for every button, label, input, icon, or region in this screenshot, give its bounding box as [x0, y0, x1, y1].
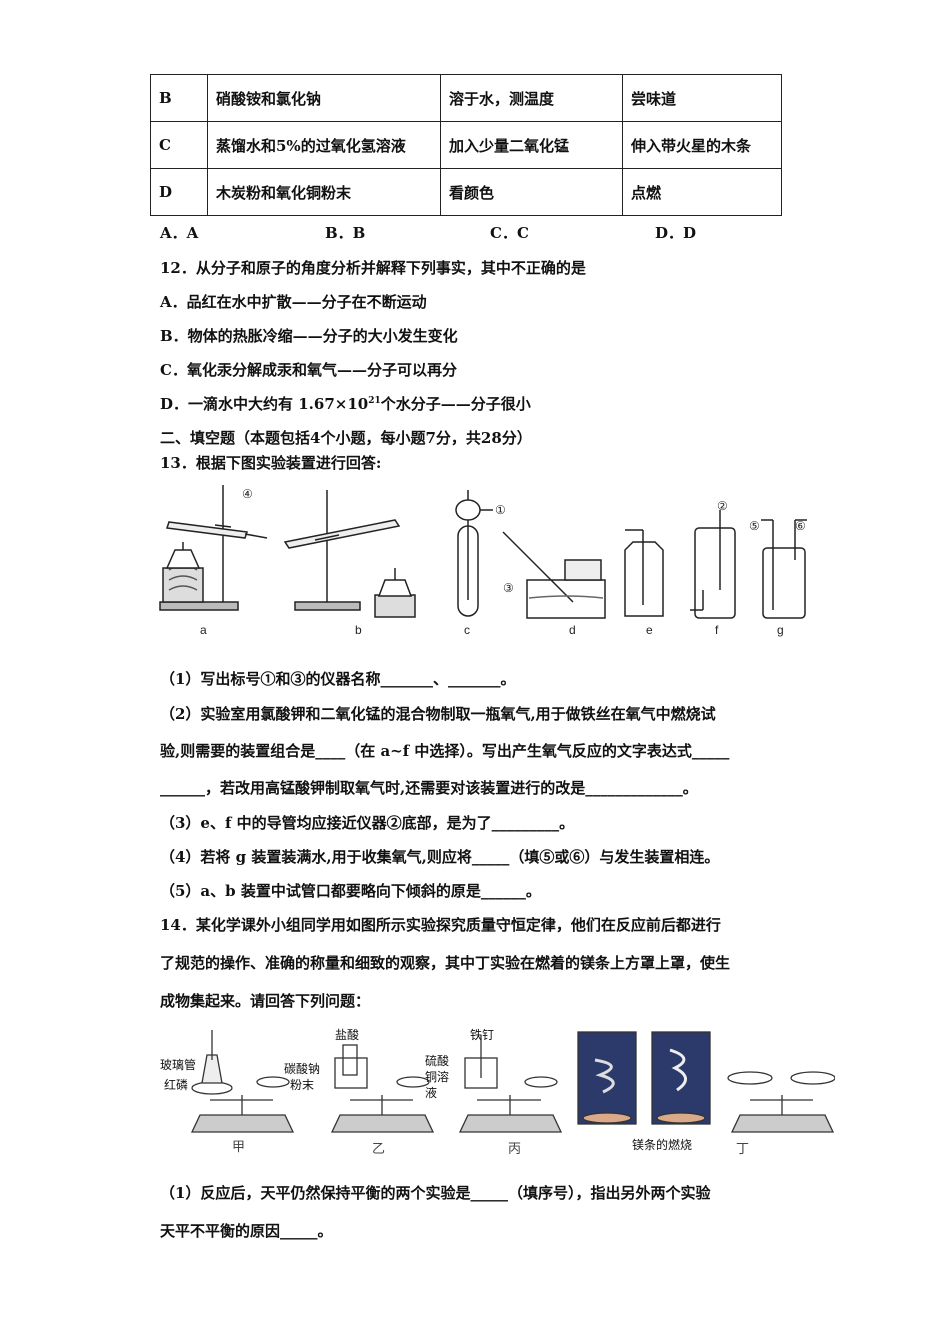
label-mg-burn: 镁条的燃烧: [632, 1138, 693, 1152]
q13-part3: （3）e、f 中的导管均应接近仪器②底部，是为了_________。: [160, 814, 575, 832]
apparatus-figure: ④ ① ③ ② ⑤ ⑥ a b c d e f g: [159, 485, 807, 637]
table-row: C 蒸馏水和5%的过氧化氢溶液 加入少量二氧化锰 伸入带火星的木条: [150, 121, 782, 169]
q14-stem-line2: 了规范的操作、准确的称量和细致的观察，其中丁实验在燃着的镁条上方罩上罩，使生: [160, 954, 731, 972]
q13-part4: （4）若将 g 装置装满水,用于收集氧气,则应将_____（填⑤或⑥）与发生装置…: [160, 848, 720, 866]
marker-3: ③: [503, 581, 514, 595]
marker-2: ②: [717, 499, 728, 513]
option-c[interactable]: C．C: [490, 224, 529, 242]
label-glass-tube: 玻璃管: [160, 1058, 197, 1072]
caption-bing: 丙: [508, 1141, 522, 1156]
caption-yi: 乙: [372, 1141, 386, 1156]
q12-option-a[interactable]: A．品红在水中扩散——分子在不断运动: [160, 293, 427, 311]
label-cuso4-1: 硫酸: [425, 1054, 450, 1068]
option-a[interactable]: A．A: [160, 224, 199, 242]
caption-a: a: [200, 623, 207, 637]
q14-stem-line1: 14．某化学课外小组同学用如图所示实验探究质量守恒定律，他们在反应前后都进行: [160, 916, 721, 934]
label-na2co3-2: 粉末: [290, 1078, 315, 1092]
comparison-table: B 硝酸铵和氯化钠 溶于水，测温度 尝味道 C 蒸馏水和5%的过氧化氢溶液 加入…: [150, 74, 782, 216]
table-cell: 加入少量二氧化锰: [440, 121, 623, 169]
q12-d-text: D．一滴水中大约有 1.67×10: [160, 395, 369, 413]
table-cell: D: [150, 168, 208, 216]
balance-figure: [190, 1030, 835, 1133]
q12-d-text-end: 个水分子——分子很小: [380, 395, 531, 413]
q12-option-b[interactable]: B．物体的热胀冷缩——分子的大小发生变化: [160, 327, 458, 345]
option-b[interactable]: B．B: [325, 224, 366, 242]
q13-part2-line1: （2）实验室用氯酸钾和二氧化锰的混合物制取一瓶氧气,用于做铁丝在氧气中燃烧试: [160, 705, 716, 723]
marker-5: ⑤: [749, 519, 760, 533]
q13-part2-line3: ______，若改用高锰酸钾制取氧气时,还需要对该装置进行的改是________…: [160, 779, 698, 797]
label-hcl: 盐酸: [335, 1028, 360, 1042]
table-cell: 硝酸铵和氯化钠: [207, 74, 441, 122]
marker-6: ⑥: [795, 519, 806, 533]
caption-c: c: [464, 623, 470, 637]
option-d[interactable]: D．D: [655, 224, 697, 242]
q12-stem: 12．从分子和原子的角度分析并解释下列事实，其中不正确的是: [160, 259, 586, 277]
caption-jia: 甲: [232, 1139, 246, 1154]
q13-part5: （5）a、b 装置中试管口都要略向下倾斜的原是______。: [160, 882, 541, 900]
marker-4: ④: [242, 487, 253, 501]
q12-option-d[interactable]: D．一滴水中大约有 1.67×1021个水分子——分子很小: [160, 393, 531, 414]
caption-ding: 丁: [736, 1141, 750, 1156]
table-cell: 点燃: [622, 168, 782, 216]
table-cell: 伸入带火星的木条: [622, 121, 782, 169]
caption-e: e: [646, 623, 653, 637]
table-cell: 木炭粉和氧化铜粉末: [207, 168, 441, 216]
q13-part1: （1）写出标号①和③的仪器名称_______、_______。: [160, 670, 516, 688]
q14-part1-line2: 天平不平衡的原因_____。: [160, 1222, 333, 1240]
table-cell: C: [150, 121, 208, 169]
q13-part2-line2: 验,则需要的装置组合是____（在 a~f 中选择）。写出产生氧气反应的文字表达…: [160, 742, 730, 760]
caption-d: d: [569, 623, 576, 637]
caption-f: f: [715, 623, 719, 637]
caption-b: b: [355, 623, 362, 637]
caption-g: g: [777, 623, 784, 637]
table-cell: 蒸馏水和5%的过氧化氢溶液: [207, 121, 441, 169]
table-row: D 木炭粉和氧化铜粉末 看颜色 点燃: [150, 168, 782, 216]
q14-part1-line1: （1）反应后，天平仍然保持平衡的两个实验是_____（填序号），指出另外两个实验: [160, 1184, 711, 1202]
label-red-phosphorus: 红磷: [164, 1078, 189, 1092]
q12-option-c[interactable]: C．氧化汞分解成汞和氧气——分子可以再分: [160, 361, 457, 379]
table-cell: B: [150, 74, 208, 122]
marker-1: ①: [495, 503, 506, 517]
label-nail: 铁钉: [470, 1028, 495, 1042]
section-title: 二、填空题（本题包括4个小题，每小题7分，共28分）: [160, 429, 532, 447]
q12-d-exponent: 21: [368, 396, 381, 406]
q13-stem: 13．根据下图实验装置进行回答:: [160, 454, 382, 472]
q14-stem-line3: 成物集起来。请回答下列问题：: [160, 992, 371, 1010]
table-row: B 硝酸铵和氯化钠 溶于水，测温度 尝味道: [150, 74, 782, 122]
table-cell: 看颜色: [440, 168, 623, 216]
label-cuso4-2: 铜溶: [425, 1070, 450, 1084]
label-cuso4-3: 液: [425, 1086, 438, 1100]
table-cell: 尝味道: [622, 74, 782, 122]
table-cell: 溶于水，测温度: [440, 74, 623, 122]
label-na2co3-1: 碳酸钠: [284, 1062, 321, 1076]
